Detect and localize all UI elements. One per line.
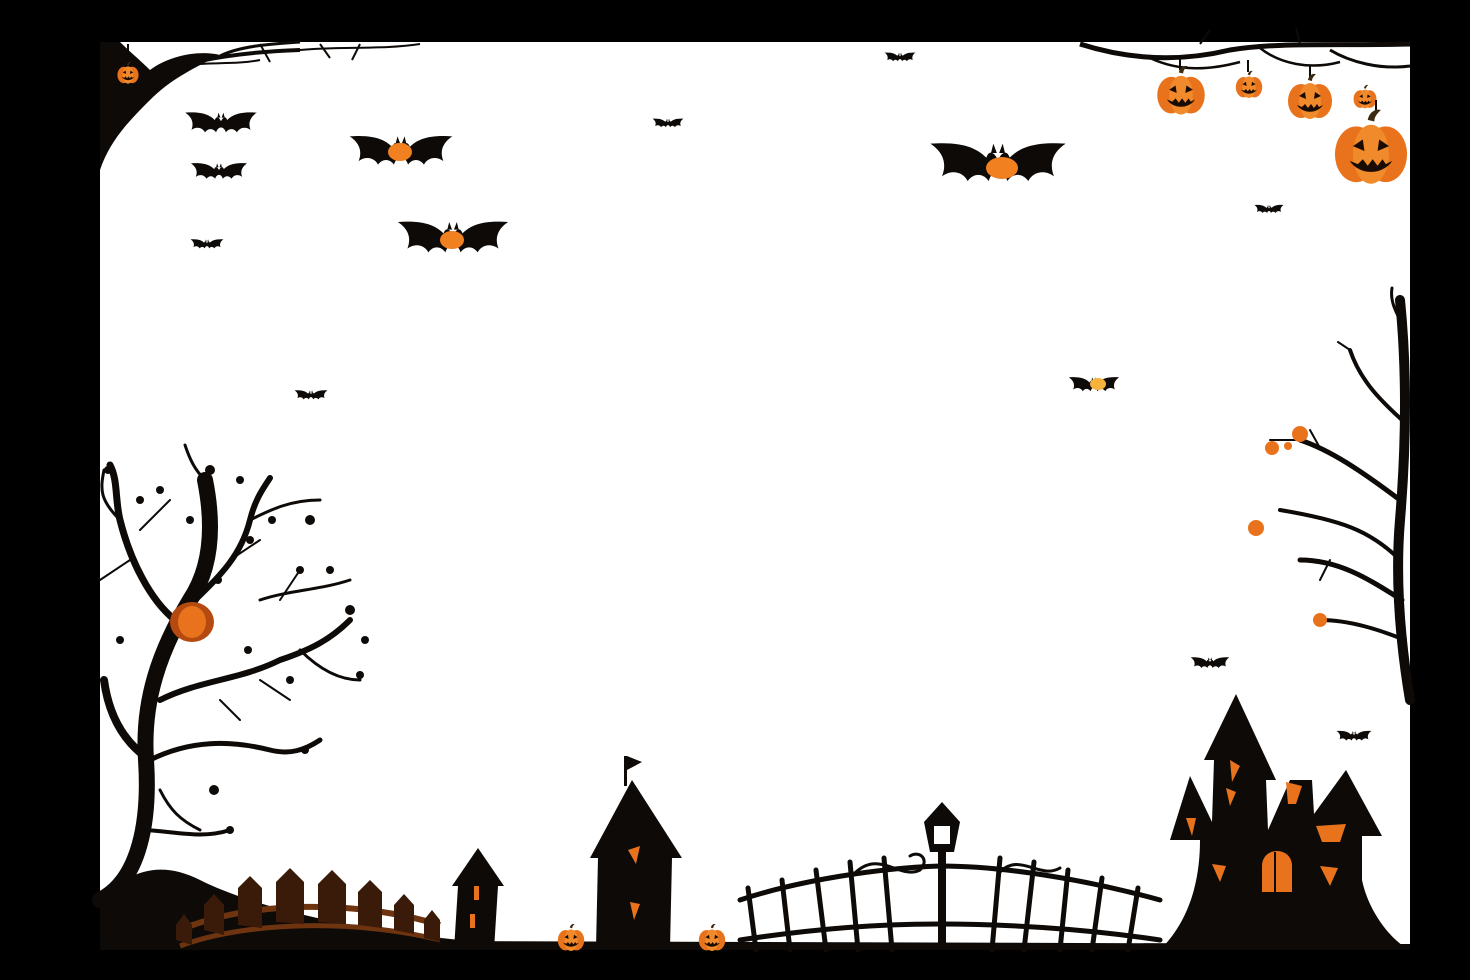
small-tower-icon — [452, 848, 504, 950]
ground-silhouette — [100, 869, 800, 950]
bat-glow-group — [388, 143, 1106, 390]
hanging-pumpkin-icon — [117, 44, 139, 84]
right-tree-leaves-group — [1248, 426, 1327, 627]
tower-icon — [590, 756, 682, 948]
hanging-pumpkins-group — [1157, 58, 1408, 184]
left-tree-leaves-group — [104, 465, 369, 834]
top-right-tree-icon — [1079, 27, 1411, 70]
right-tree-icon — [1269, 286, 1415, 705]
left-tree-icon — [92, 443, 362, 908]
street-lamp-icon — [924, 802, 960, 950]
wooden-fence-icon — [176, 868, 441, 949]
haunted-castle-icon — [1160, 694, 1410, 950]
tree-pumpkin-icon — [170, 590, 214, 642]
